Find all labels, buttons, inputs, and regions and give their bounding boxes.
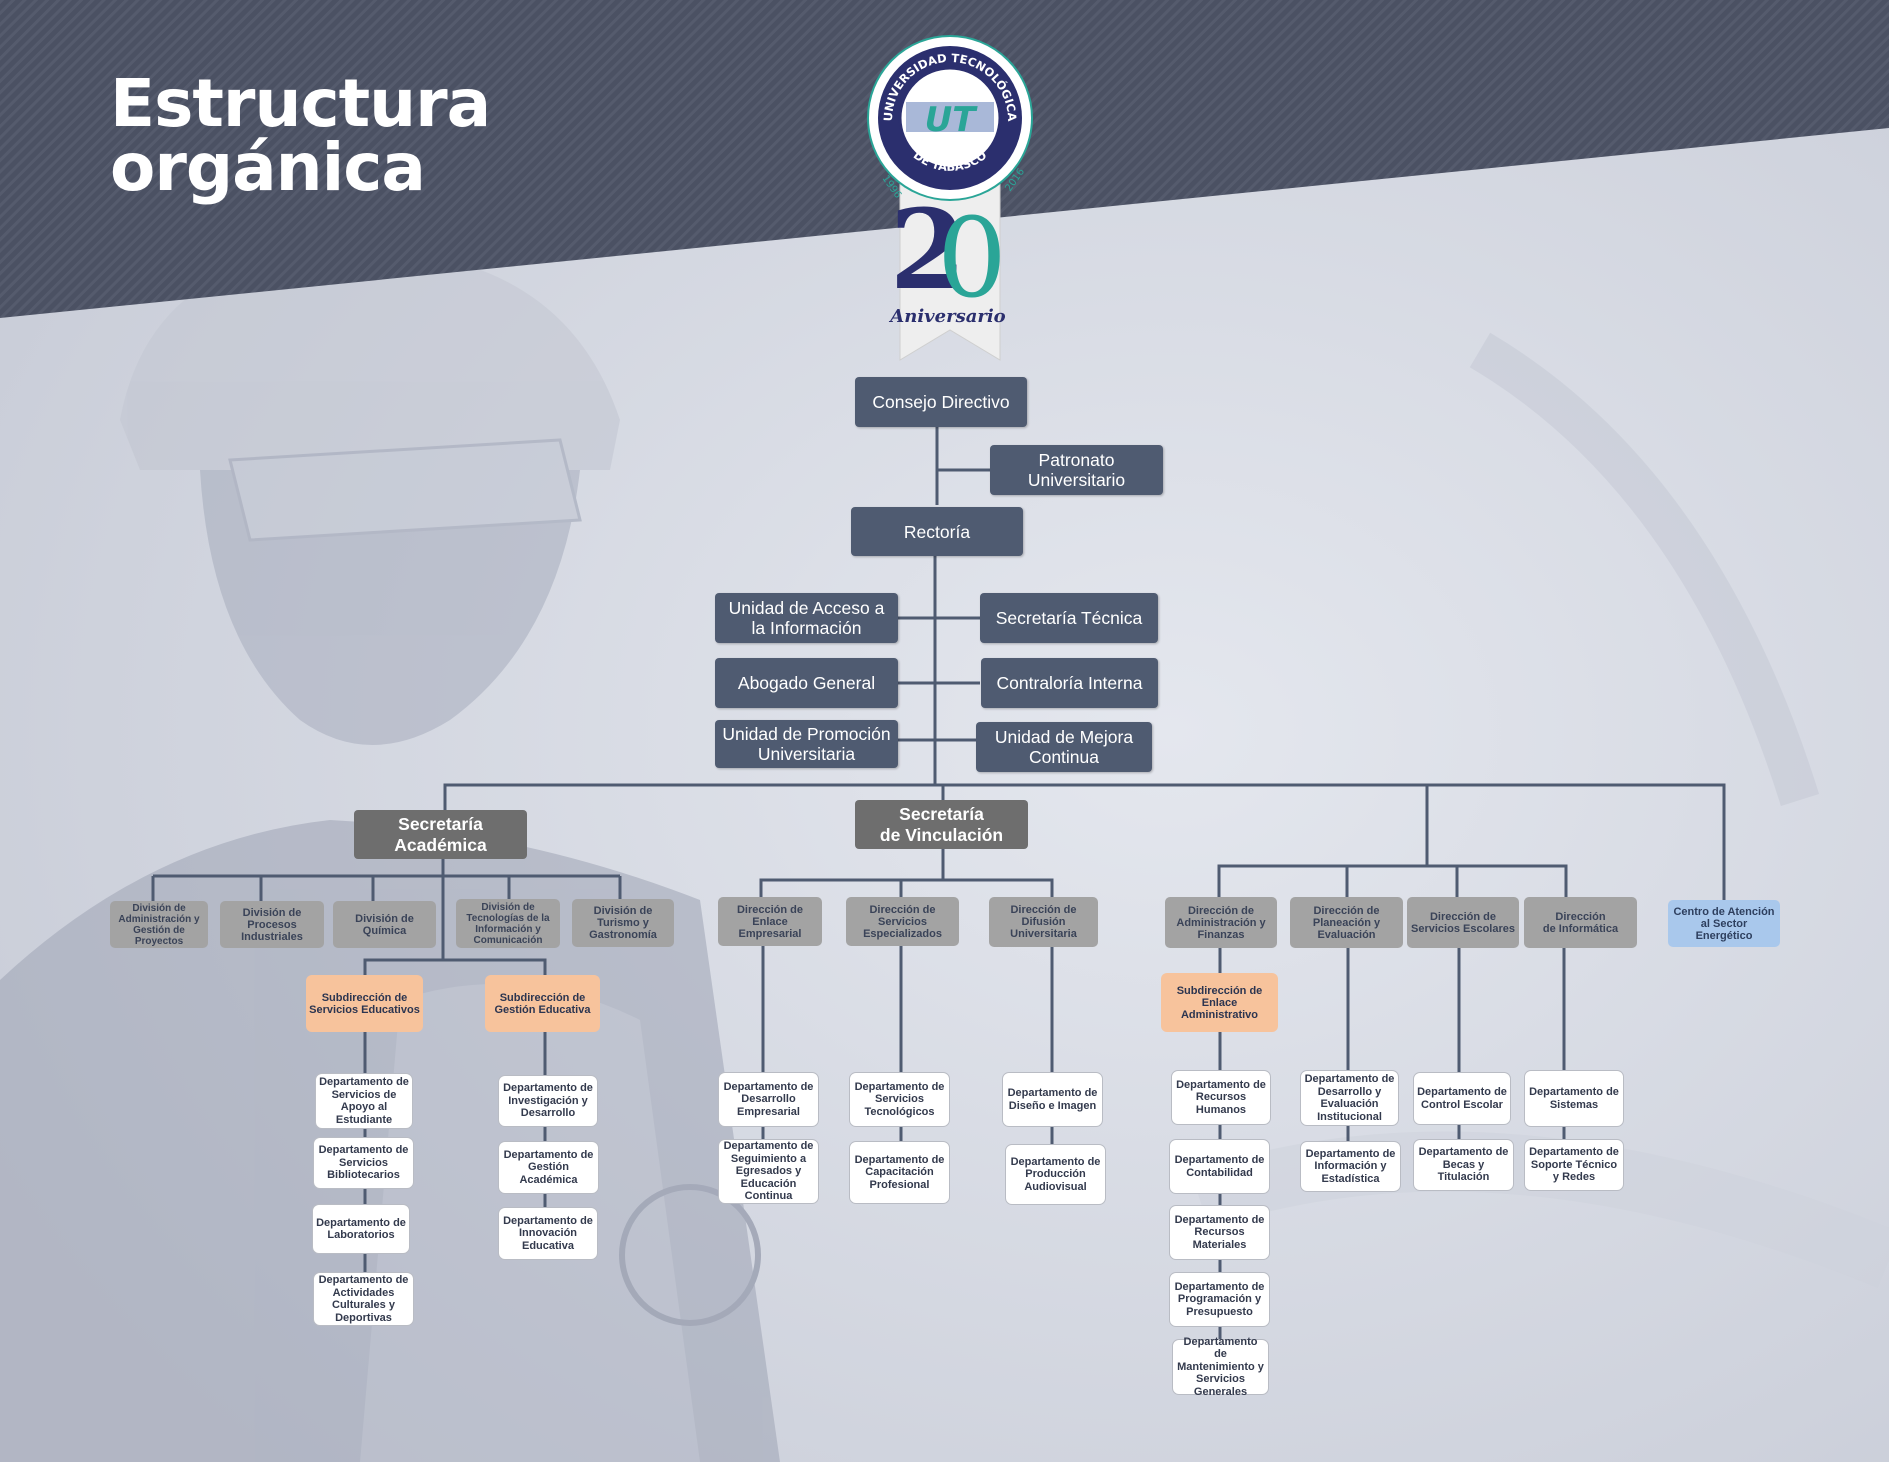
dept-mantenimiento-servicios-box: Departamento de Mantenimiento y Servicio… bbox=[1172, 1336, 1269, 1398]
dept-diseno-imagen-box: Departamento de Diseño e Imagen bbox=[1002, 1072, 1103, 1127]
division-quimica-box: División de Química bbox=[333, 901, 436, 948]
consejo-directivo-box: Consejo Directivo bbox=[855, 377, 1027, 427]
abogado-general-box: Abogado General bbox=[715, 658, 898, 708]
logo-monogram-band bbox=[906, 102, 994, 132]
dept-informacion-estadistica-box: Departamento de Información y Estadístic… bbox=[1300, 1141, 1401, 1192]
dept-produccion-audiovisual-box: Departamento de Producción Audiovisual bbox=[1005, 1144, 1106, 1205]
university-logo: UNIVERSIDAD TECNOLÓGICA DE TABASCO UT 19… bbox=[867, 35, 1033, 361]
dept-gestion-academica-box: Departamento de Gestión Académica bbox=[498, 1141, 599, 1194]
rectoria-box: Rectoría bbox=[851, 507, 1023, 556]
direccion-informatica-box: Dirección de Informática bbox=[1524, 897, 1637, 948]
subdireccion-servicios-educativos-box: Subdirección de Servicios Educativos bbox=[306, 975, 423, 1032]
logo-digit-0: 0 bbox=[937, 194, 1007, 322]
dept-becas-titulacion-box: Departamento de Becas y Titulación bbox=[1413, 1139, 1514, 1191]
logo-digit-2: 2 bbox=[890, 185, 967, 314]
subdireccion-enlace-administrativo-box: Subdirección de Enlace Administrativo bbox=[1161, 973, 1278, 1032]
direccion-difusion-universitaria-box: Dirección de Difusión Universitaria bbox=[989, 897, 1098, 947]
division-administracion-box: División de Administración y Gestión de … bbox=[110, 901, 208, 948]
dept-desarrollo-empresarial-box: Departamento de Desarrollo Empresarial bbox=[718, 1072, 819, 1127]
dept-sistemas-box: Departamento de Sistemas bbox=[1524, 1070, 1624, 1127]
dept-recursos-humanos-box: Departamento de Recursos Humanos bbox=[1171, 1070, 1271, 1125]
unidad-promocion-universitaria-box: Unidad de Promoción Universitaria bbox=[715, 720, 898, 768]
dept-apoyo-estudiante-box: Departamento de Servicios de Apoyo al Es… bbox=[315, 1073, 413, 1129]
page-title: Estructura orgánica bbox=[110, 65, 491, 206]
dept-seguimiento-egresados-box: Departamento de Seguimiento a Egresados … bbox=[718, 1139, 819, 1204]
dept-investigacion-desarrollo-box: Departamento de Investigación y Desarrol… bbox=[498, 1075, 598, 1127]
secretaria-academica-box: Secretaría Académica bbox=[354, 810, 527, 859]
dept-laboratorios-box: Departamento de Laboratorios bbox=[312, 1204, 410, 1254]
direccion-servicios-escolares-box: Dirección de Servicios Escolares bbox=[1407, 897, 1519, 948]
logo-anniversary-text: Aniversario bbox=[888, 306, 1005, 327]
dept-soporte-tecnico-redes-box: Departamento de Soporte Técnico y Redes bbox=[1524, 1139, 1624, 1191]
unidad-acceso-informacion-box: Unidad de Acceso a la Información bbox=[715, 593, 898, 643]
dept-innovacion-educativa-box: Departamento de Innovación Educativa bbox=[498, 1207, 598, 1260]
dept-servicios-tecnologicos-box: Departamento de Servicios Tecnológicos bbox=[849, 1072, 950, 1127]
division-tecnologias-informacion-box: División de Tecnologías de la Informació… bbox=[456, 899, 560, 948]
dept-recursos-materiales-box: Departamento de Recursos Materiales bbox=[1169, 1205, 1270, 1260]
secretaria-tecnica-box: Secretaría Técnica bbox=[980, 593, 1158, 643]
unidad-mejora-continua-box: Unidad de Mejora Continua bbox=[976, 722, 1152, 772]
division-procesos-industriales-box: División de Procesos Industriales bbox=[220, 901, 324, 948]
dept-capacitacion-profesional-box: Departamento de Capacitación Profesional bbox=[849, 1141, 950, 1204]
direccion-administracion-finanzas-box: Dirección de Administración y Finanzas bbox=[1165, 897, 1277, 948]
direccion-servicios-especializados-box: Dirección de Servicios Especializados bbox=[846, 897, 959, 946]
direccion-planeacion-evaluacion-box: Dirección de Planeación y Evaluación bbox=[1290, 897, 1403, 948]
dept-servicios-bibliotecarios-box: Departamento de Servicios Bibliotecarios bbox=[313, 1137, 414, 1189]
division-turismo-gastronomia-box: División de Turismo y Gastronomía bbox=[572, 899, 674, 947]
logo-monogram: UT bbox=[925, 100, 979, 140]
direccion-enlace-empresarial-box: Dirección de Enlace Empresarial bbox=[718, 897, 822, 946]
page-title-line-2: orgánica bbox=[110, 129, 426, 206]
centro-atencion-sector-energetico-box: Centro de Atención al Sector Energético bbox=[1668, 900, 1780, 947]
dept-contabilidad-box: Departamento de Contabilidad bbox=[1169, 1139, 1270, 1194]
secretaria-vinculacion-box: Secretaría de Vinculación bbox=[855, 800, 1028, 849]
dept-desarrollo-evaluacion-box: Departamento de Desarrollo y Evaluación … bbox=[1300, 1070, 1399, 1126]
contraloria-interna-box: Contraloría Interna bbox=[981, 658, 1158, 708]
dept-control-escolar-box: Departamento de Control Escolar bbox=[1413, 1072, 1511, 1125]
subdireccion-gestion-educativa-box: Subdirección de Gestión Educativa bbox=[485, 975, 600, 1032]
dept-programacion-presupuesto-box: Departamento de Programación y Presupues… bbox=[1169, 1272, 1270, 1327]
dept-actividades-culturales-box: Departamento de Actividades Culturales y… bbox=[313, 1272, 414, 1326]
page-title-line-1: Estructura bbox=[110, 65, 491, 142]
patronato-universitario-box: Patronato Universitario bbox=[990, 445, 1163, 495]
